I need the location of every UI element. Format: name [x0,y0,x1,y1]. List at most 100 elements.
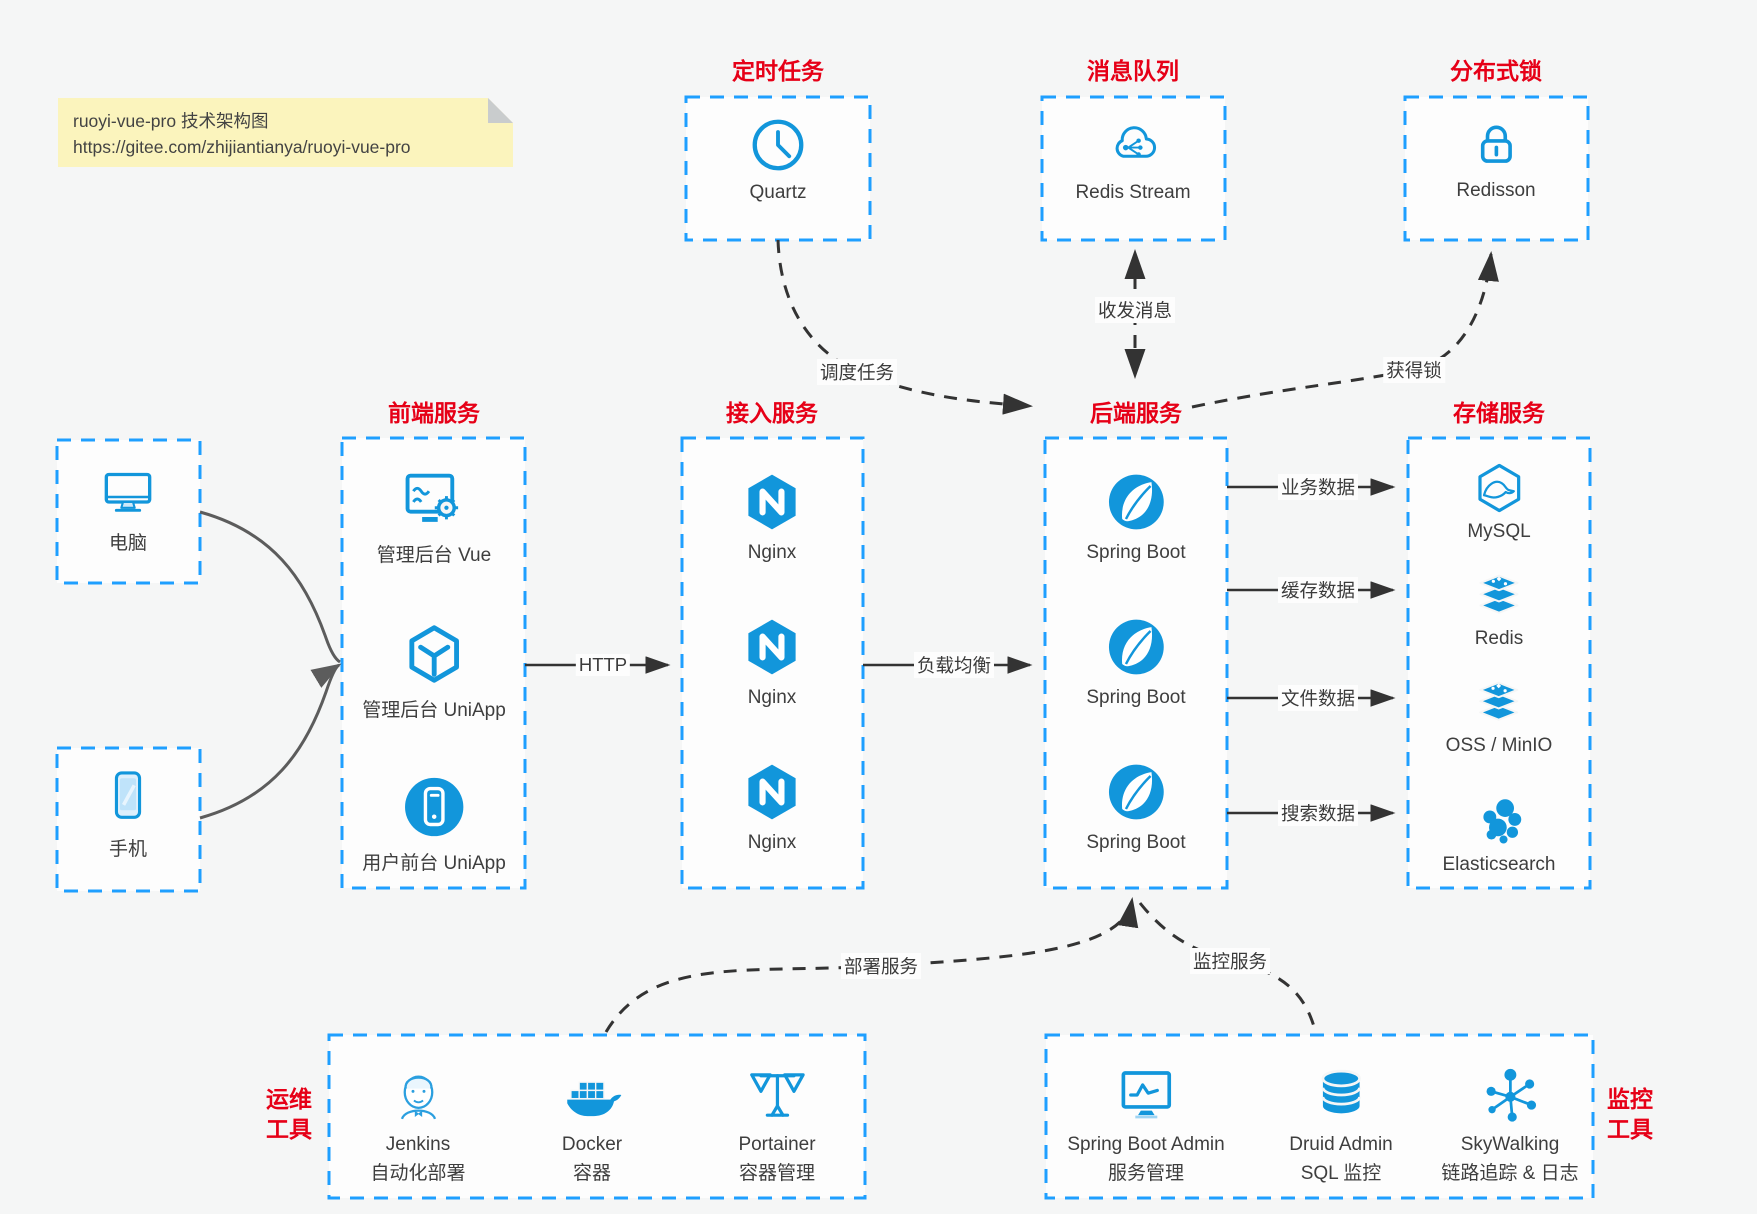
nginx-icon [748,474,796,530]
node-spring-boot-1: Spring Boot [1086,468,1186,564]
admin-vue-icon [405,473,459,522]
node-portainer: Portainer 容器管理 [738,1062,816,1185]
node-label: Spring Boot [1086,687,1186,708]
edge-monitor [1138,902,1317,1031]
spring-icon [1108,764,1164,820]
node-quartz: Quartz [747,114,809,204]
node-admin-uniapp: 管理后台 UniApp [362,619,506,722]
node-redisson: Redisson [1456,116,1536,202]
backend-group-title: 后端服务 [1090,400,1182,426]
node-pc: 电脑 [98,462,158,555]
edge-client-pc [199,510,341,664]
edge-deploy [604,897,1139,1033]
node-label: Spring Boot Admin [1067,1134,1225,1155]
node-label: Elasticsearch [1442,854,1556,875]
edge-label-file-data: 文件数据 [1277,685,1359,711]
mq-group-box [1040,95,1227,242]
node-spring-boot-3: Spring Boot [1086,758,1186,854]
spring-icon [1108,619,1164,675]
node-label: Druid Admin [1289,1134,1393,1155]
edge-label-schedule: 调度任务 [816,359,898,385]
edge-label-search-data: 搜索数据 [1277,800,1359,826]
node-label: SkyWalking [1460,1134,1560,1155]
node-sublabel: SQL 监控 [1300,1163,1382,1184]
node-label: 电脑 [108,533,147,554]
mq-group-title: 消息队列 [1087,58,1179,84]
edge-label-load-balance: 负载均衡 [913,652,995,678]
oss-storage-icon [1479,681,1519,721]
mysql-icon [1478,463,1520,513]
node-label: Redisson [1456,180,1536,201]
nginx-icon [748,764,796,820]
druid-database-icon [1321,1069,1361,1114]
spring-icon [1108,474,1164,530]
frontend-group-title: 前端服务 [388,400,480,426]
springboot-admin-icon [1121,1071,1171,1119]
docker-icon [567,1081,622,1117]
scheduler-group-title: 定时任务 [732,58,824,84]
elasticsearch-icon [1482,799,1521,844]
node-label: Nginx [747,832,797,853]
node-label: 用户前台 UniApp [362,853,506,874]
node-sublabel: 服务管理 [1107,1163,1184,1184]
edge-label-http: HTTP [575,654,631,676]
node-docker: Docker 容器 [559,1062,625,1185]
node-label: Nginx [747,542,797,563]
monitor-group-title: 监控 工具 [1607,1086,1653,1142]
sticky-note: ruoyi-vue-pro 技术架构图 https://gitee.com/zh… [58,98,513,167]
edge-label-biz-data: 业务数据 [1277,474,1359,500]
node-spring-boot-admin: Spring Boot Admin 服务管理 [1067,1062,1225,1185]
edge-schedule-task [776,239,1033,415]
note-url: https://gitee.com/zhijiantianya/ruoyi-vu… [73,137,411,157]
redis-icon [1479,574,1519,614]
jenkins-icon [400,1075,436,1120]
skywalking-icon [1486,1068,1536,1122]
edge-label-monitor: 监控服务 [1189,948,1271,974]
node-nginx-3: Nginx [738,758,806,854]
lock-group-box [1403,95,1590,242]
portainer-icon [749,1073,805,1117]
node-label: MySQL [1467,521,1531,542]
edge-label-acquire-lock: 获得锁 [1383,357,1445,383]
node-admin-vue: 管理后台 Vue [377,464,491,567]
node-label: Spring Boot [1086,832,1186,853]
node-label: Redis Stream [1075,182,1191,203]
edge-client-phone [199,663,342,820]
node-sublabel: 容器 [572,1163,611,1184]
edge-label-cache-data: 缓存数据 [1277,577,1359,603]
lock-group-title: 分布式锁 [1450,58,1542,84]
node-elasticsearch: Elasticsearch [1443,792,1556,876]
node-redis: Redis [1470,566,1528,650]
node-redis-stream: Redis Stream [1075,114,1191,204]
cloud-mq-icon [1115,126,1156,158]
node-label: Jenkins [385,1134,451,1155]
storage-group-title: 存储服务 [1453,400,1545,426]
node-mysql: MySQL [1467,459,1531,543]
gateway-group-title: 接入服务 [726,400,818,426]
node-label: Portainer [738,1134,816,1155]
ops-group-title: 运维 工具 [266,1086,312,1142]
node-label: 管理后台 Vue [376,545,492,566]
node-nginx-1: Nginx [738,468,806,564]
nginx-icon [748,619,796,675]
node-label: OSS / MinIO [1445,735,1553,756]
node-sublabel: 链路追踪 & 日志 [1441,1163,1579,1184]
node-label: Docker [561,1134,623,1155]
note-title: ruoyi-vue-pro 技术架构图 [73,111,269,131]
node-label: Nginx [747,687,797,708]
uniapp-cube-icon [409,625,459,683]
node-oss-minio: OSS / MinIO [1445,673,1553,757]
edge-label-message: 收发消息 [1094,297,1176,323]
node-druid-admin: Druid Admin SQL 监控 [1289,1062,1393,1185]
edge-acquire-lock [1191,251,1499,409]
node-spring-boot-2: Spring Boot [1086,613,1186,709]
node-skywalking: SkyWalking 链路追踪 & 日志 [1441,1062,1579,1185]
lock-icon [1480,125,1512,163]
edge-label-deploy: 部署服务 [840,953,922,979]
node-label: 管理后台 UniApp [362,700,506,721]
node-label: Spring Boot [1086,542,1186,563]
desktop-icon [104,472,152,512]
node-nginx-2: Nginx [738,613,806,709]
node-sublabel: 容器管理 [738,1163,816,1184]
